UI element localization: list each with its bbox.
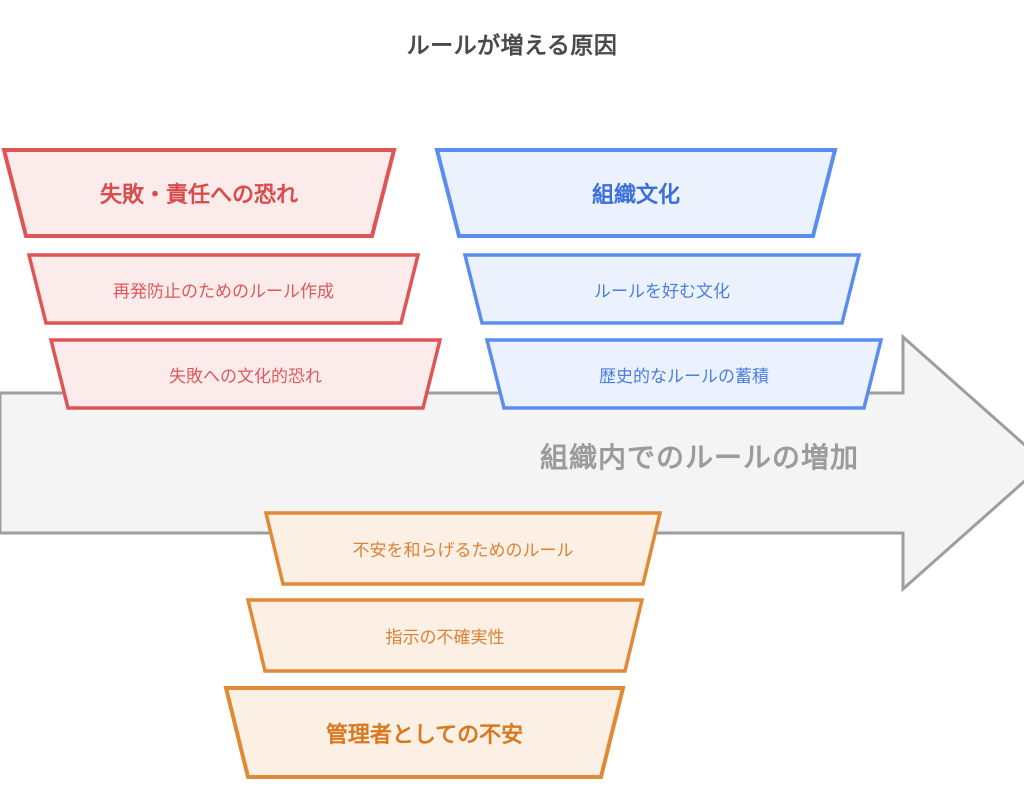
parallelogram-shape <box>223 686 626 779</box>
box-organizational-culture-item-1[interactable]: ルールを好む文化 <box>462 252 862 326</box>
parallelogram-shape <box>245 598 645 673</box>
box-label: 組織文化 <box>591 182 680 207</box>
box-manager-anxiety-item-1[interactable]: 不安を和らげるためのルール <box>263 510 663 587</box>
box-label: 指示の不確実性 <box>385 628 505 647</box>
box-label: 歴史的なルールの蓄積 <box>599 366 769 386</box>
box-label: 管理者としての不安 <box>325 721 524 747</box>
parallelogram-shape <box>48 338 443 410</box>
box-label: 再発防止のためのルール作成 <box>113 281 334 301</box>
box-organizational-culture-item-2[interactable]: 歴史的なルールの蓄積 <box>484 337 884 411</box>
parallelogram-shape <box>263 511 663 586</box>
growth-arrow-label: 組織内でのルールの増加 <box>540 442 860 473</box>
box-label: 不安を和らげるためのルール <box>352 541 574 560</box>
box-label: 失敗への文化的恐れ <box>169 366 322 386</box>
parallelogram-shape <box>462 253 862 325</box>
box-label: ルールを好む文化 <box>594 281 730 301</box>
box-organizational-culture-header[interactable]: 組織文化 <box>433 146 839 240</box>
box-fear-of-failure-header[interactable]: 失敗・責任への恐れ <box>0 146 398 240</box>
box-manager-anxiety-item-2[interactable]: 指示の不確実性 <box>245 597 645 674</box>
box-fear-of-failure-item-1[interactable]: 再発防止のためのルール作成 <box>26 252 421 326</box>
parallelogram-shape <box>434 148 838 238</box>
parallelogram-shape <box>484 338 884 410</box>
box-fear-of-failure-item-2[interactable]: 失敗への文化的恐れ <box>48 337 443 411</box>
box-manager-anxiety-header[interactable]: 管理者としての不安 <box>222 684 627 781</box>
box-label: 失敗・責任への恐れ <box>99 182 298 207</box>
parallelogram-shape <box>26 253 421 325</box>
parallelogram-shape <box>1 148 397 238</box>
page-title: ルールが増える原因 <box>406 32 618 58</box>
